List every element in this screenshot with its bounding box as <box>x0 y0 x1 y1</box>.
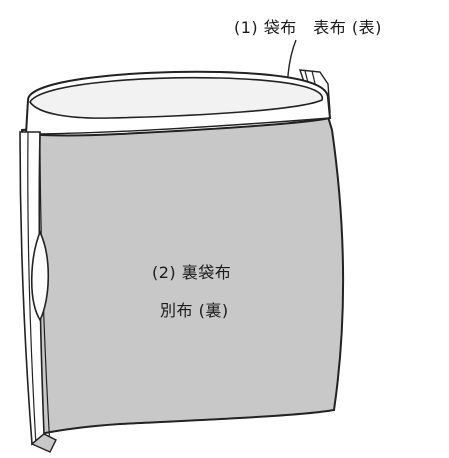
left-strip-line-a <box>27 131 37 447</box>
band-opening <box>29 76 323 119</box>
bottom-corner <box>30 433 57 453</box>
band-lower-edge <box>25 117 331 135</box>
label-inner-bag: (2) 裏袋布 <box>152 263 232 282</box>
label-inner-bag-fabric: 別布 (裏) <box>160 301 229 320</box>
label-outer-bag: (1) 袋布 表布 (表) <box>234 18 382 37</box>
left-opening-bulge <box>30 229 50 322</box>
